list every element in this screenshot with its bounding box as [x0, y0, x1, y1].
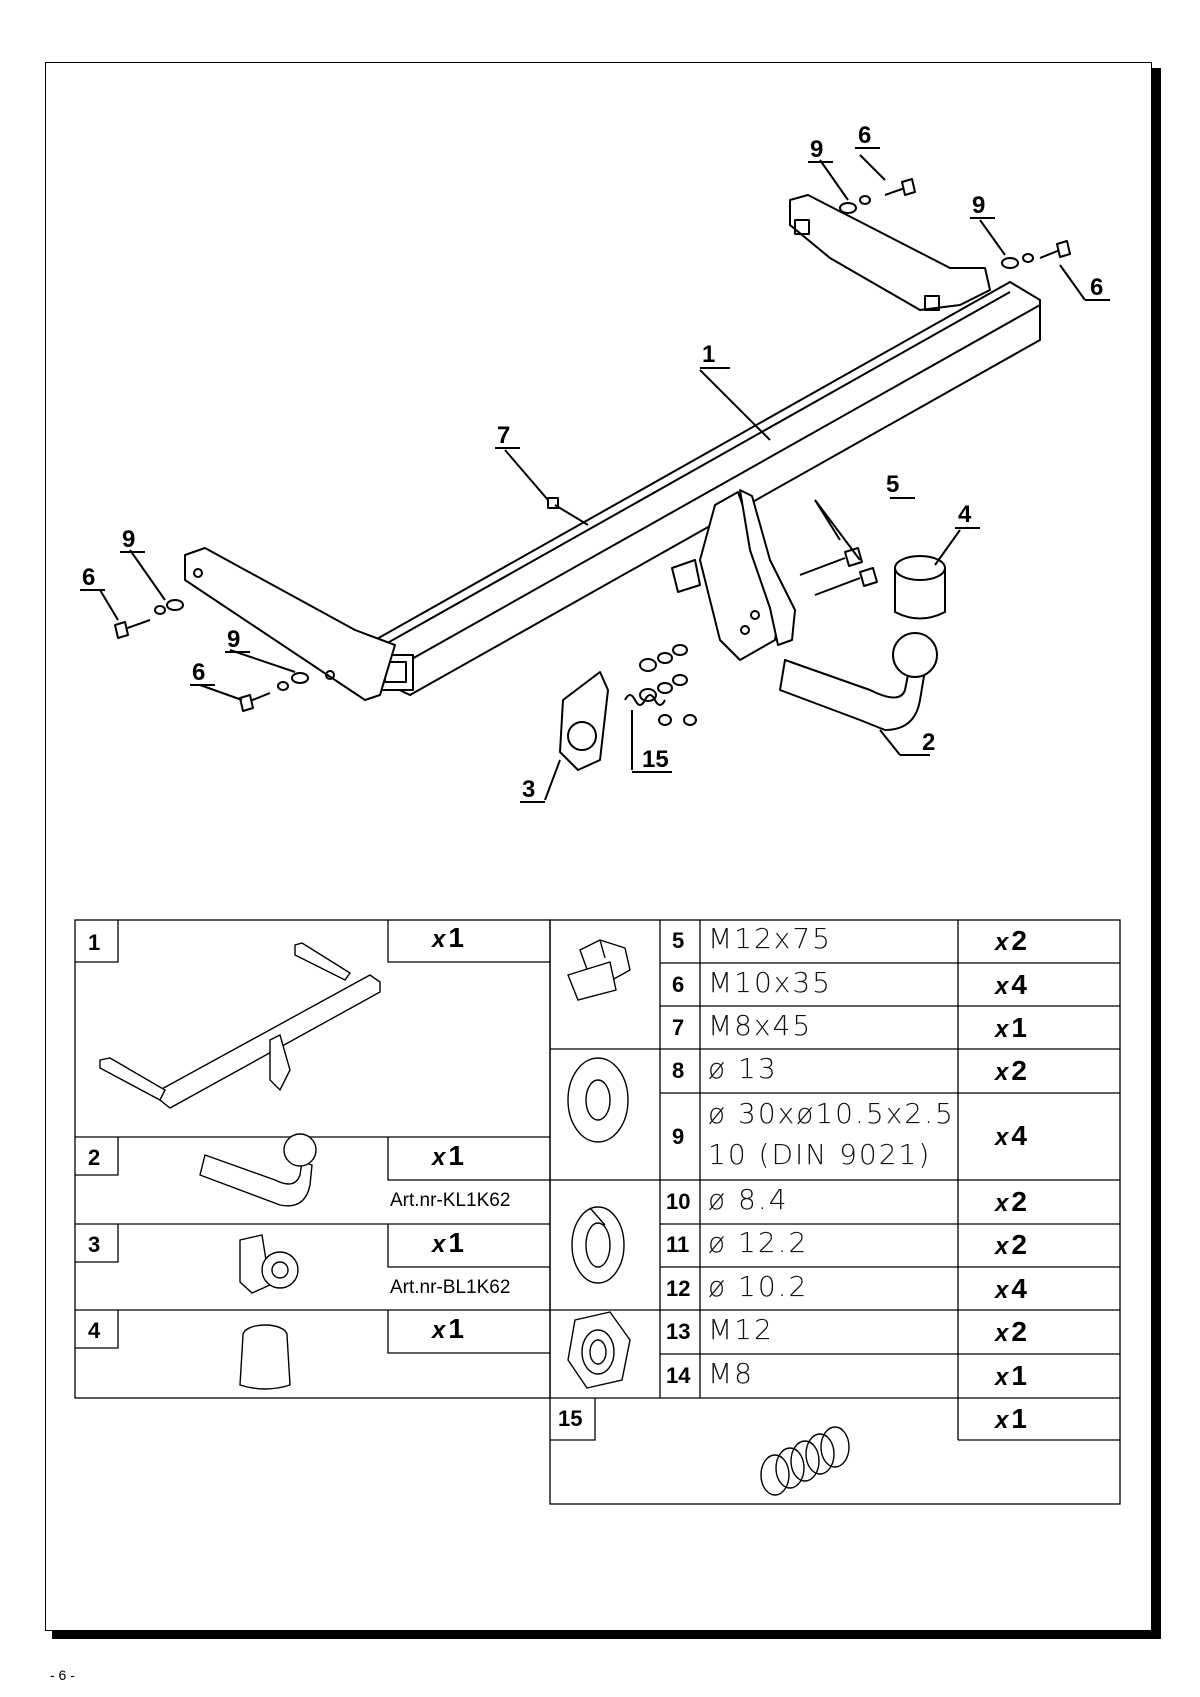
right-row-5-spec: M12x75: [708, 922, 832, 955]
right-row-10-spec: ø 8.4: [708, 1183, 789, 1216]
right-row-9-number: 9: [672, 1124, 685, 1149]
nut-icon: [567, 1311, 631, 1389]
spring-icon: [760, 1426, 850, 1496]
callout-6b: 6: [192, 659, 205, 686]
left-row-2-article: Art.nr-KL1K62: [390, 1190, 511, 1211]
callout-4: 4: [958, 501, 972, 528]
page-number: - 6 -: [50, 1667, 75, 1683]
right-row-8-number: 8: [672, 1058, 685, 1083]
callout-3: 3: [522, 776, 535, 803]
right-row-5-number: 5: [672, 928, 685, 953]
left-row-3-number: 3: [88, 1232, 101, 1257]
bolt-icon: [567, 939, 631, 1001]
left-row-4-number: 4: [88, 1318, 101, 1343]
left-bracket: [184, 547, 396, 701]
right-row-13-spec: M12: [708, 1313, 774, 1346]
callout-9b: 9: [227, 626, 240, 653]
callout-6a: 6: [82, 564, 95, 591]
callout-1: 1: [702, 341, 715, 368]
callout-9d: 9: [972, 192, 985, 219]
right-row-15-number: 15: [558, 1406, 583, 1431]
spring-washer-icon: [571, 1206, 625, 1284]
right-row-7-spec: M8x45: [708, 1009, 813, 1042]
right-row-9-spec-line2: 10 (DIN 9021): [708, 1138, 932, 1171]
right-row-11-spec: ø 12.2: [708, 1226, 809, 1259]
callout-15: 15: [642, 746, 669, 773]
right-row-14-spec: M8: [708, 1357, 754, 1390]
right-row-13-number: 13: [666, 1319, 691, 1344]
right-bracket: [789, 194, 991, 311]
thumb-part-3: [239, 1234, 271, 1294]
right-row-12-spec: ø 10.2: [708, 1270, 809, 1303]
thumb-part-2: [199, 1154, 313, 1207]
right-row-9-spec: ø 30xø10.5x2.5: [708, 1097, 955, 1130]
callout-5: 5: [886, 471, 899, 498]
right-row-10-number: 10: [666, 1189, 691, 1214]
callout-2: 2: [922, 729, 935, 756]
right-row-7-number: 7: [672, 1015, 685, 1040]
right-row-12-number: 12: [666, 1276, 691, 1301]
callout-7: 7: [497, 422, 510, 449]
tow-ball-part-2: [779, 659, 926, 731]
right-row-14-number: 14: [666, 1363, 691, 1388]
right-row-8-spec: ø 13: [708, 1052, 778, 1085]
callout-9a: 9: [122, 526, 135, 553]
right-row-11-number: 11: [666, 1232, 690, 1257]
callout-6d: 6: [1090, 274, 1103, 301]
callout-9c: 9: [810, 136, 823, 163]
table-thumbnails: [99, 939, 850, 1496]
washer-icon: [567, 1057, 629, 1143]
left-row-2-number: 2: [88, 1145, 101, 1170]
right-row-6-spec: M10x35: [708, 966, 832, 999]
left-row-3-article: Art.nr-BL1K62: [390, 1277, 511, 1298]
right-row-6-number: 6: [672, 972, 685, 997]
callout-6c: 6: [858, 122, 871, 149]
left-row-1-number: 1: [88, 930, 101, 955]
